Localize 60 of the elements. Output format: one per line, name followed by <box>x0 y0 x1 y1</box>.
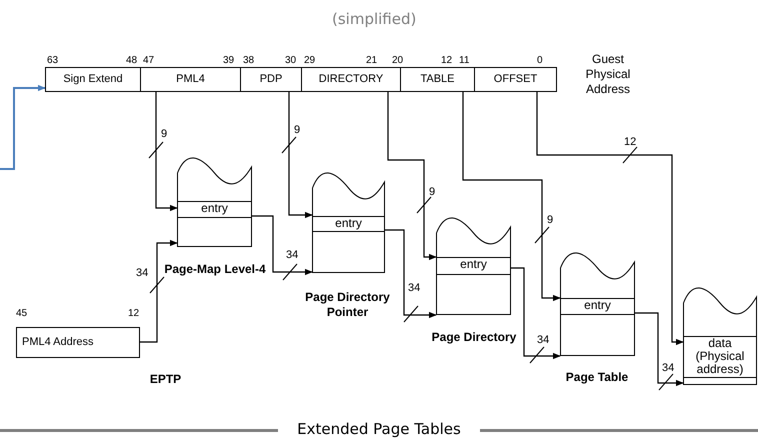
page-table <box>177 155 252 247</box>
page-table <box>312 170 385 273</box>
table-caption: Page-Map Level-4 <box>163 262 267 277</box>
edge-label: 9 <box>429 186 436 198</box>
connector-arrow <box>288 92 313 218</box>
bit-number: 48 <box>126 55 138 66</box>
table-entry: entry <box>177 201 252 218</box>
address-field: OFFSET <box>474 67 557 92</box>
address-field: PDP <box>240 67 302 92</box>
page-data-row: data (Physical address) <box>683 336 757 378</box>
register-box: PML4 Address <box>16 327 140 358</box>
connector-arrow <box>511 267 561 360</box>
bit-number: 12 <box>441 55 452 66</box>
table-caption: Page Table <box>564 370 630 385</box>
bit-number: 63 <box>47 55 58 66</box>
table-caption: EPTP <box>148 372 182 387</box>
address-type-label: Guest Physical Address <box>584 52 632 97</box>
connector-arrow <box>0 84 46 170</box>
bit-number: 12 <box>128 308 140 319</box>
memory-page <box>683 285 757 385</box>
edge-label: 34 <box>662 362 674 374</box>
table-caption: Page Directory <box>430 330 518 345</box>
edge-label: 9 <box>547 214 554 226</box>
edge-label: 9 <box>161 128 168 140</box>
connector-arrow <box>536 92 684 346</box>
edge-label: 34 <box>286 249 298 261</box>
connector-arrow <box>635 312 684 386</box>
bit-number: 39 <box>223 55 234 66</box>
edge-label: 9 <box>294 124 300 136</box>
bit-number: 47 <box>143 55 154 66</box>
address-field: Sign Extend <box>45 67 141 92</box>
edge-label: 34 <box>537 334 550 346</box>
connector-arrow <box>462 92 561 302</box>
table-entry: entry <box>312 216 385 232</box>
table-entry: entry <box>560 298 635 315</box>
connector-arrow <box>140 240 178 343</box>
bit-number: 0 <box>537 55 543 66</box>
connector-arrow <box>385 229 437 318</box>
subtitle-note: (simplified) <box>332 10 416 28</box>
edge-label: 34 <box>408 282 420 294</box>
bit-number: 29 <box>304 55 316 66</box>
bit-number: 30 <box>285 55 296 66</box>
page-table <box>560 250 635 356</box>
bit-number: 38 <box>243 55 254 66</box>
caption: Extended Page Tables <box>296 420 462 438</box>
address-field: TABLE <box>400 67 475 92</box>
address-field: PML4 <box>140 67 241 92</box>
connector-arrow <box>155 92 178 212</box>
bit-number: 21 <box>366 55 378 66</box>
connector-arrow <box>387 92 437 260</box>
bit-number: 20 <box>392 55 404 66</box>
table-caption: Page Directory Pointer <box>304 290 391 320</box>
table-entry: entry <box>436 257 511 275</box>
address-field: DIRECTORY <box>301 67 401 92</box>
edge-label: 34 <box>136 267 148 279</box>
edge-label: 12 <box>624 136 636 148</box>
page-table <box>436 215 511 315</box>
connector-arrow <box>252 215 313 276</box>
bit-number: 45 <box>16 308 28 319</box>
bit-number: 11 <box>459 55 470 66</box>
